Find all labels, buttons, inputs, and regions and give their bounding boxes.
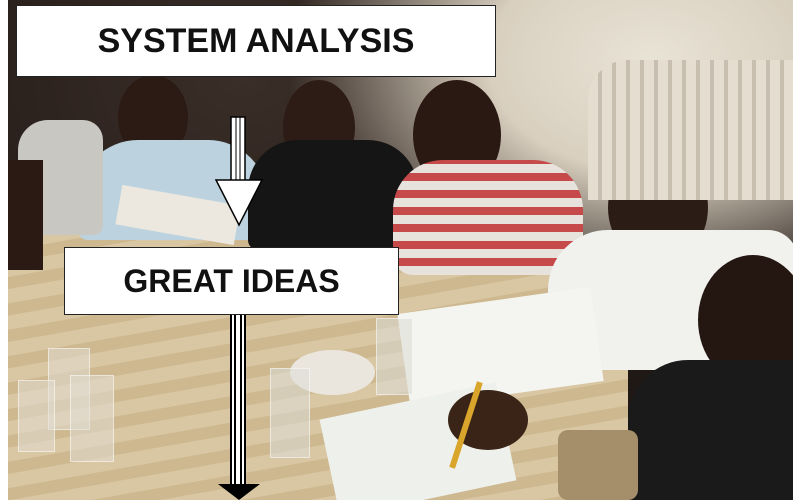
great-ideas-label: GREAT IDEAS [64, 247, 399, 315]
water-glass-1 [270, 368, 310, 458]
water-glass-4 [70, 375, 114, 462]
down-arrow-icon [214, 116, 264, 227]
handbag [558, 430, 638, 500]
person-second-top [248, 140, 418, 250]
person-far-left-arm [8, 160, 43, 270]
water-glass-2 [376, 318, 413, 395]
person-front-body [628, 360, 793, 500]
water-glass-5 [18, 380, 55, 452]
person-background-shirt [588, 60, 793, 200]
system-analysis-label: SYSTEM ANALYSIS [16, 5, 496, 77]
down-arrow-icon [218, 311, 260, 500]
person-striped-shirt [393, 160, 583, 275]
